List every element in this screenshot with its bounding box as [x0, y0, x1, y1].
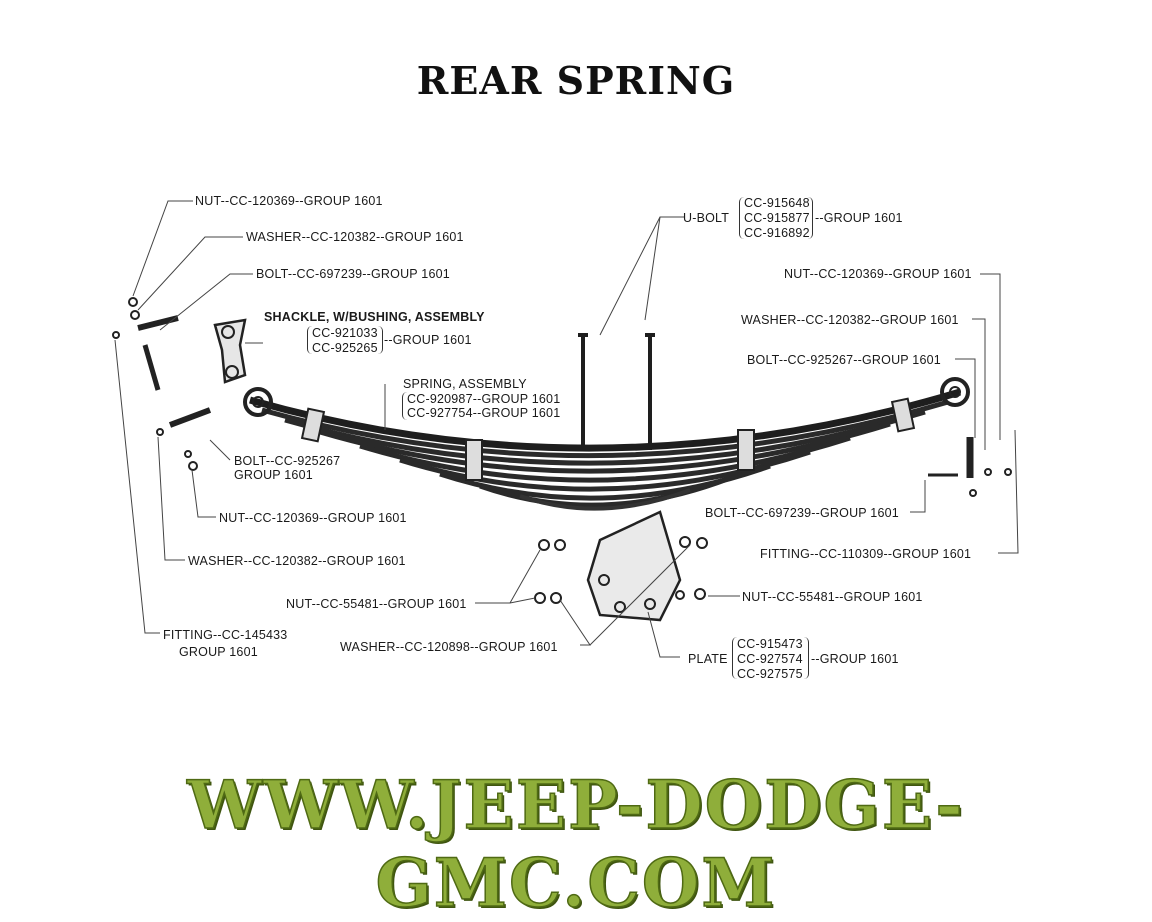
- label-bolt-right: BOLT--CC-697239--GROUP 1601: [705, 506, 899, 520]
- label-bolt-top-right: BOLT--CC-925267--GROUP 1601: [747, 353, 941, 367]
- label-nut-bottom-left: NUT--CC-55481--GROUP 1601: [286, 597, 467, 611]
- label-u-bolt-part-2: CC-915877: [744, 211, 810, 225]
- label-plate-part-1: CC-915473: [737, 637, 803, 651]
- diagram-title: REAR SPRING: [416, 58, 736, 103]
- label-washer-mid-left: WASHER--CC-120382--GROUP 1601: [188, 554, 406, 568]
- spring-clip: [737, 429, 755, 471]
- label-u-bolt: U-BOLT: [683, 211, 730, 225]
- label-nut-top-right: NUT--CC-120369--GROUP 1601: [784, 267, 972, 281]
- leader-lines: [114, 200, 1019, 658]
- leaf-spring: [249, 388, 962, 511]
- spring-clip: [300, 407, 326, 443]
- label-nut-mid-left: NUT--CC-120369--GROUP 1601: [219, 511, 407, 525]
- bolt-hardware-left: [112, 297, 212, 471]
- spring-clip: [890, 397, 916, 433]
- label-bolt-mid-left-group: GROUP 1601: [234, 468, 313, 482]
- label-plate: PLATE: [688, 652, 728, 666]
- label-nut-bottom-right: NUT--CC-55481--GROUP 1601: [742, 590, 923, 604]
- label-bolt-top-left: BOLT--CC-697239--GROUP 1601: [256, 267, 450, 281]
- label-washer-bottom: WASHER--CC-120898--GROUP 1601: [340, 640, 558, 654]
- label-u-bolt-part-1: CC-915648: [744, 196, 810, 210]
- label-plate-part-2: CC-927574: [737, 652, 803, 666]
- label-bolt-mid-left: BOLT--CC-925267: [234, 454, 341, 468]
- label-shackle-part-1: CC-921033: [312, 326, 378, 340]
- label-nut-top-left: NUT--CC-120369--GROUP 1601: [195, 194, 383, 208]
- shackle-assembly: [213, 318, 247, 384]
- plate-hardware: [534, 536, 708, 604]
- label-shackle-part-2: CC-925265: [312, 341, 378, 355]
- label-spring: SPRING, ASSEMBLY: [403, 377, 527, 391]
- bolt-hardware-right: [928, 437, 1012, 497]
- rear-spring-diagram: [112, 200, 1019, 658]
- label-u-bolt-group: --GROUP 1601: [815, 211, 903, 225]
- label-u-bolt-part-3: CC-916892: [744, 226, 810, 240]
- label-plate-part-3: CC-927575: [737, 667, 803, 681]
- spring-eye-left: [243, 387, 273, 417]
- u-bolt: [578, 333, 655, 450]
- label-washer-top-right: WASHER--CC-120382--GROUP 1601: [741, 313, 959, 327]
- label-plate-group: --GROUP 1601: [811, 652, 899, 666]
- spring-plate: [586, 510, 682, 622]
- label-fitting-right: FITTING--CC-110309--GROUP 1601: [760, 547, 972, 561]
- label-shackle-group: --GROUP 1601: [384, 333, 472, 347]
- website-footer: WWW.JEEP-DODGE-GMC.COM: [186, 765, 965, 922]
- spring-clip: [465, 439, 483, 481]
- spring-eye-right: [940, 377, 970, 407]
- label-washer-top-left: WASHER--CC-120382--GROUP 1601: [246, 230, 464, 244]
- label-fitting-left-group: GROUP 1601: [179, 645, 258, 659]
- label-fitting-left: FITTING--CC-145433: [163, 628, 288, 642]
- label-spring-part-1: CC-920987--GROUP 1601: [407, 392, 561, 406]
- label-spring-part-2: CC-927754--GROUP 1601: [407, 406, 561, 420]
- label-shackle: SHACKLE, W/BUSHING, ASSEMBLY: [264, 310, 485, 324]
